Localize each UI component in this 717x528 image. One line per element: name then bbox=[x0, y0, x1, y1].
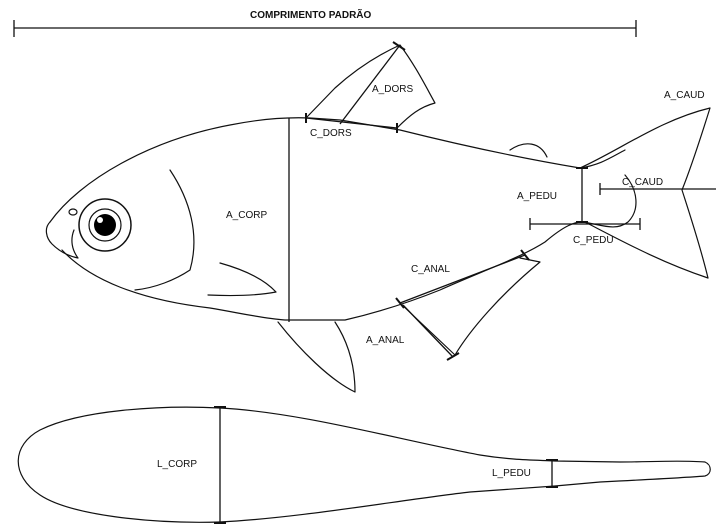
caudal-length-label: C_CAUD bbox=[622, 177, 663, 188]
lateral-measurements: A_CORP C_DORS A_DORS A_PEDU C_PEDU C_CAU… bbox=[226, 42, 716, 360]
caudal-height-label: A_CAUD bbox=[664, 90, 705, 101]
dorsal-height-label: A_DORS bbox=[372, 84, 413, 95]
anal-height-line bbox=[403, 305, 453, 357]
peduncle-length-label: C_PEDU bbox=[573, 235, 614, 246]
anal-length-label: C_ANAL bbox=[411, 264, 450, 275]
pelvic-fin-outline bbox=[278, 322, 355, 392]
standard-length-label: COMPRIMENTO PADRÃO bbox=[250, 8, 372, 21]
dorsal-view-outline bbox=[18, 407, 710, 522]
pectoral-fin-outline bbox=[208, 263, 276, 296]
body-width-label: L_CORP bbox=[157, 459, 197, 470]
dorsal-length-line bbox=[306, 118, 397, 128]
adipose-fin-outline bbox=[510, 144, 547, 157]
dorsal-fin-outline bbox=[306, 45, 435, 128]
eye bbox=[79, 199, 131, 251]
nostril bbox=[69, 209, 77, 215]
operculum-line bbox=[135, 170, 194, 290]
mouth-outline bbox=[46, 222, 78, 258]
anal-length-line bbox=[400, 255, 525, 303]
fish-dorsal-view: L_CORP L_PEDU bbox=[18, 407, 710, 523]
peduncle-height-label: A_PEDU bbox=[517, 191, 557, 202]
peduncle-width-label: L_PEDU bbox=[492, 468, 531, 479]
anal-height-label: A_ANAL bbox=[366, 335, 405, 346]
dorsal-length-label: C_DORS bbox=[310, 128, 352, 139]
standard-length-measure: COMPRIMENTO PADRÃO bbox=[14, 8, 636, 37]
body-height-label: A_CORP bbox=[226, 210, 267, 221]
